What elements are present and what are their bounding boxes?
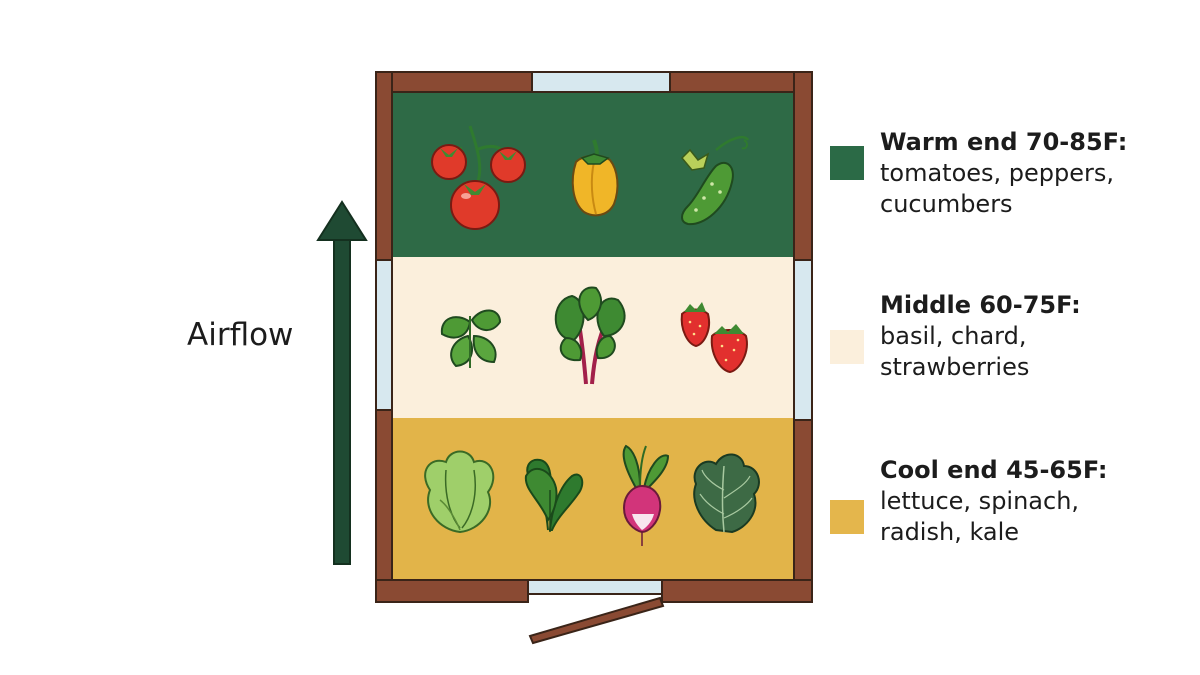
cool-zone-legend-swatch (830, 500, 864, 534)
right-window (793, 259, 813, 421)
middle-zone-plants-line1: basil, chard, (880, 322, 1027, 350)
open-door[interactable] (528, 596, 665, 645)
spinach-icon (524, 458, 584, 532)
warm-zone-heading: Warm end 70-85F: (880, 128, 1128, 156)
airflow-arrow-icon (316, 200, 368, 565)
warm-zone-plants-line1: tomatoes, peppers, (880, 159, 1115, 187)
tomato-icon (431, 125, 526, 230)
cool-zone-legend: Cool end 45-65F: lettuce, spinach, radis… (880, 455, 1108, 548)
cucumber-icon (680, 136, 750, 226)
pepper-icon (571, 139, 619, 217)
lettuce-icon (424, 450, 495, 534)
middle-zone-legend: Middle 60-75F: basil, chard, strawberrie… (880, 290, 1081, 383)
basil-icon (440, 309, 502, 368)
top-window (531, 71, 671, 93)
warm-zone-legend: Warm end 70-85F: tomatoes, peppers, cucu… (880, 127, 1127, 220)
cool-zone-plants-line1: lettuce, spinach, (880, 487, 1080, 515)
chard-icon (554, 286, 626, 385)
cool-zone-plants-line2: radish, kale (880, 518, 1020, 546)
greenhouse-windows (375, 71, 813, 595)
left-window (375, 259, 393, 411)
kale-icon (693, 453, 760, 534)
middle-zone-plants-line2: strawberries (880, 353, 1030, 381)
middle-zone-heading: Middle 60-75F: (880, 291, 1081, 319)
warm-zone-legend-swatch (830, 146, 864, 180)
middle-zone-legend-swatch (830, 330, 864, 364)
door-opening (527, 579, 663, 595)
strawberry-icon (680, 302, 748, 374)
cool-zone-heading: Cool end 45-65F: (880, 456, 1108, 484)
radish-icon (622, 444, 670, 546)
warm-zone-plants-line2: cucumbers (880, 190, 1013, 218)
airflow-label: Airflow (187, 317, 294, 353)
